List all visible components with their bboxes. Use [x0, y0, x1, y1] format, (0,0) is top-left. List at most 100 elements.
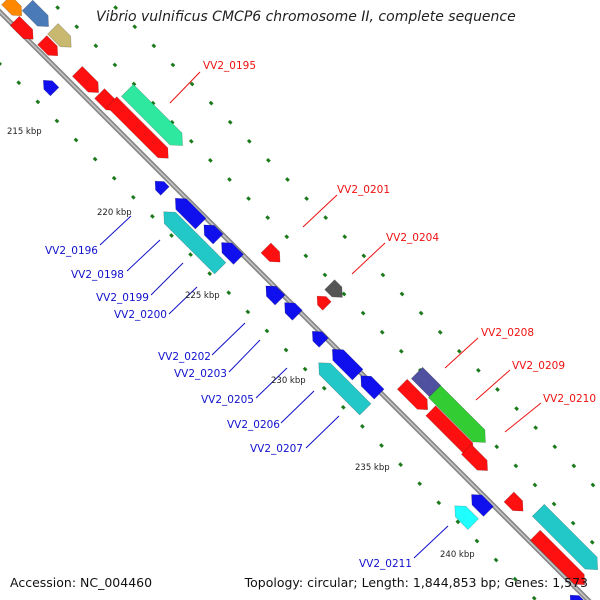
gene-arrow [360, 375, 385, 400]
tick-mark [285, 177, 290, 182]
gene-arrow-vv2-0195 [120, 83, 183, 146]
tick-mark [398, 348, 404, 354]
tick-mark [264, 328, 270, 334]
gene-arrow [42, 79, 60, 97]
kbp-label-235: 235 kbp [355, 463, 390, 473]
gene-label-vv2-0198: VV2_0198 [71, 269, 124, 281]
tick-mark [74, 24, 80, 30]
tick-mark [111, 175, 117, 181]
tick-mark [246, 138, 252, 144]
tick-mark [551, 501, 557, 507]
tick-mark [399, 291, 405, 297]
tick-mark [151, 43, 157, 49]
tick-mark [169, 233, 174, 238]
connector-line [99, 215, 132, 246]
tick-mark [342, 234, 348, 240]
tick-mark [379, 329, 385, 335]
gene-arrow-vv2-0207 [318, 362, 372, 416]
gene-arrow-vv2-0200 [163, 211, 227, 275]
gene-arrow [47, 23, 72, 48]
gene-arrow [21, 0, 49, 27]
tick-mark [208, 158, 213, 163]
tick-mark [227, 177, 232, 182]
gene-arrow [9, 15, 34, 40]
tick-mark [188, 252, 193, 257]
tick-mark [150, 100, 156, 106]
tick-mark [93, 43, 99, 49]
tick-mark [321, 385, 327, 391]
tick-mark [379, 443, 384, 448]
connector-line [126, 239, 161, 272]
gene-arrow [106, 96, 169, 159]
tick-mark [284, 234, 290, 240]
tick-mark [513, 463, 519, 469]
connector-line [169, 71, 201, 104]
gene-arrow [37, 35, 59, 57]
accession-text: Accession: NC_004460 [10, 575, 153, 590]
tick-mark [552, 444, 558, 450]
gene-label-vv2-0211: VV2_0211 [359, 558, 412, 570]
gene-label-vv2-0202: VV2_0202 [158, 351, 211, 363]
gene-arrow-vv2-0204 [316, 295, 332, 311]
tick-mark [571, 463, 577, 469]
tick-mark [113, 5, 119, 11]
tick-mark [227, 119, 233, 125]
gene-label-vv2-0207: VV2_0207 [250, 443, 303, 455]
tick-mark [514, 406, 519, 411]
tick-mark [380, 272, 386, 278]
tick-mark [570, 520, 576, 526]
tick-mark [512, 576, 518, 582]
tick-mark [302, 366, 308, 372]
gene-arrow [324, 279, 343, 298]
tick-mark [455, 519, 461, 525]
tick-mark [341, 291, 347, 297]
tick-mark [437, 329, 443, 335]
gene-arrow-vv2-0199 [221, 242, 244, 265]
tick-mark [92, 156, 98, 162]
gene-label-vv2-0205: VV2_0205 [201, 394, 254, 406]
tick-mark [150, 214, 155, 219]
tick-mark [16, 80, 22, 86]
gene-label-vv2-0196: VV2_0196 [45, 245, 98, 257]
tick-mark [494, 444, 500, 450]
gene-label-vv2-0206: VV2_0206 [227, 419, 280, 431]
gene-arrow-vv2-0206 [331, 348, 364, 381]
gene-label-vv2-0204: VV2_0204 [386, 232, 439, 244]
gene-arrow-vv2-0209 [428, 385, 486, 443]
gene-label-vv2-0195: VV2_0195 [203, 60, 256, 72]
gene-label-vv2-0200: VV2_0200 [114, 309, 167, 321]
gene-arrow [531, 503, 599, 571]
gene-label-vv2-0210: VV2_0210 [543, 393, 596, 405]
tick-mark [532, 482, 538, 488]
tick-mark [169, 119, 175, 125]
tick-mark [283, 347, 289, 353]
tick-mark [35, 99, 41, 105]
tick-mark [130, 194, 136, 200]
tick-mark [398, 462, 403, 467]
tick-mark [208, 100, 214, 106]
connector-line [504, 402, 542, 433]
tick-mark [456, 348, 462, 354]
gene-arrow [503, 491, 524, 512]
gene-arrow-vv2-0198 [203, 224, 224, 245]
tick-mark [474, 538, 480, 544]
tick-mark [189, 81, 195, 87]
gene-label-vv2-0201: VV2_0201 [337, 184, 390, 196]
gene-label-vv2-0199: VV2_0199 [96, 292, 149, 304]
gene-label-vv2-0208: VV2_0208 [481, 327, 534, 339]
tick-mark [340, 404, 346, 410]
tick-mark [54, 118, 60, 124]
tick-mark [531, 595, 537, 600]
tick-mark [170, 62, 176, 68]
gene-arrow-vv2-0205 [311, 330, 329, 348]
connector-line [280, 390, 315, 424]
tick-mark [417, 481, 423, 487]
tick-mark [436, 500, 442, 506]
kbp-label-225: 225 kbp [185, 291, 220, 301]
tick-mark [361, 253, 367, 259]
gene-arrow [460, 443, 488, 471]
tick-mark [322, 272, 328, 278]
connector-line [351, 242, 386, 275]
connector-line [302, 194, 338, 228]
